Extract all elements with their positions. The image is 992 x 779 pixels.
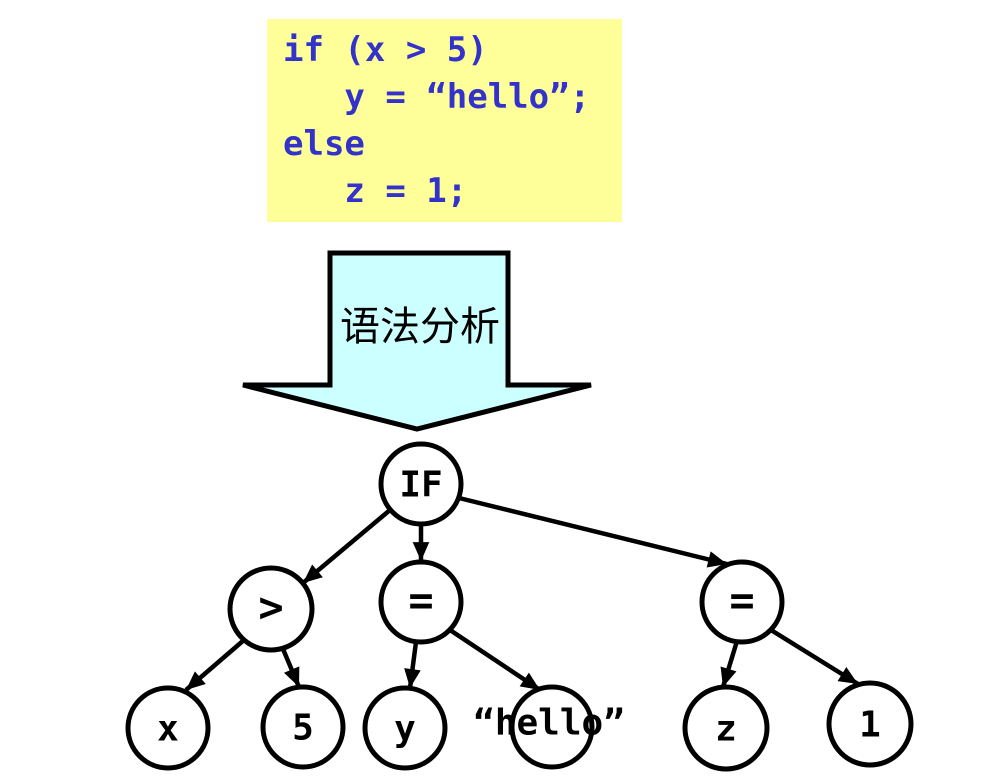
node-hello-circle [509,684,595,770]
node-if-label: IF [399,465,442,506]
node-gt-label: > [258,583,283,632]
code-line-else: else [283,124,365,164]
source-code-box: if (x > 5) y = “hello”; else z = 1; [267,19,622,222]
down-block-arrow-icon [242,250,592,432]
node-hello-label: “hello” [473,703,625,744]
edge-eq1-to-y [404,641,421,689]
edge-if-to-eq2 [458,495,728,568]
edge-if-to-gt [301,508,392,585]
edge-gt-to-five [280,648,302,688]
node-eq1-circle [378,559,464,645]
node-y-label: y [394,709,416,750]
node-if-circle [378,441,464,527]
node-gt-circle [227,565,315,653]
node-x-label: x [157,709,179,750]
node-one-label: 1 [859,705,881,746]
node-eq2-circle [699,559,785,645]
node-x-circle [125,685,211,771]
node-five-label: 5 [292,708,314,749]
code-line-if: if (x > 5) [283,30,488,70]
edge-gt-to-x [184,638,246,692]
edge-eq1-to-hello [448,628,542,692]
node-eq2-label: = [729,576,754,625]
node-z-label: z [715,709,737,750]
node-one-circle [826,680,914,768]
code-line-then: y = “hello”; [283,77,591,117]
code-line-assign: z = 1; [283,171,468,211]
node-z-circle [682,684,770,772]
node-eq1-label: = [408,576,433,625]
edge-eq2-to-z [720,640,740,688]
node-five-circle [260,684,346,770]
edge-eq2-to-one [769,628,860,686]
syntax-analysis-label: 语法分析 [340,304,500,350]
node-y-circle [362,685,448,771]
